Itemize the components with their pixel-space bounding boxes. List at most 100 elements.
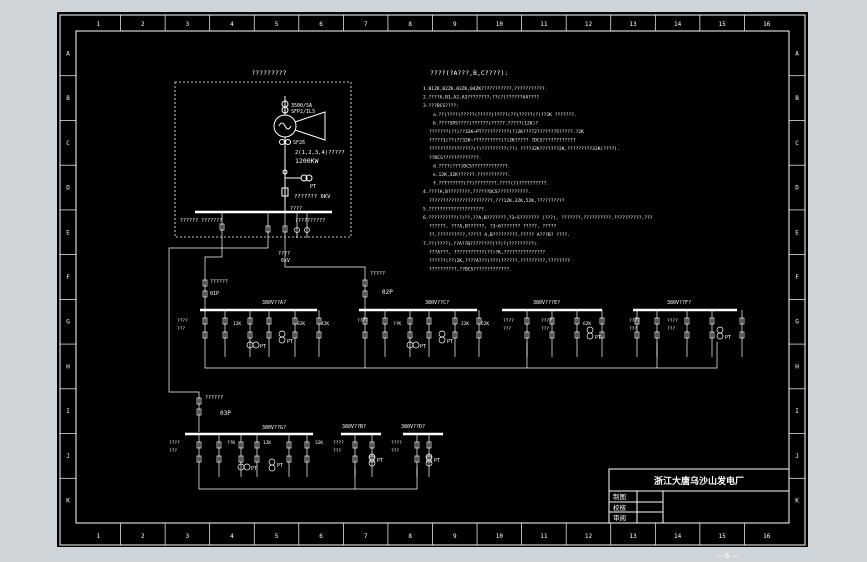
- feeder-label: 12K: [233, 321, 241, 327]
- note-line: b.????SPS????(??????)?????.?????(12K)?: [433, 120, 538, 126]
- title-row-3: 审阅: [613, 513, 626, 522]
- note-line: ??,??????????,????? A,B?????????,????? A…: [429, 232, 570, 238]
- col-label-top: 15: [719, 21, 727, 28]
- feeder-label: 12K: [263, 440, 271, 446]
- col-label-bottom: 4: [230, 533, 234, 540]
- bus3-label: 380V??C?: [425, 300, 449, 306]
- title-block: 浙江大唐乌沙山发电厂 制图 校核 审阅: [608, 468, 790, 524]
- feeder1-tag: 01P: [210, 291, 219, 297]
- note-line: ??????, ???A,B??????, ?3~6??????? ?????,…: [429, 224, 556, 230]
- upper-switchgear: ?????? 01P ????? 02P 380V??A? 380V??C? 3…: [177, 271, 745, 369]
- col-label-bottom: 15: [719, 533, 727, 540]
- bus6-label: 380V??F?: [667, 300, 691, 306]
- gen-rating-2: SFP2/ILS: [291, 109, 315, 115]
- col-label-bottom: 13: [629, 533, 637, 540]
- col-label-top: 14: [674, 21, 682, 28]
- bus5-label: 380V???E?: [533, 300, 560, 306]
- row-label-right: A: [795, 50, 799, 57]
- feeder3-label: ??????: [205, 395, 223, 401]
- col-label-bottom: 12: [585, 533, 593, 540]
- col-label-top: 7: [364, 21, 368, 28]
- row-label-left: B: [66, 95, 70, 102]
- feeder-label: 42K: [321, 321, 329, 327]
- row-label-left: F: [66, 274, 70, 281]
- feeder-label: ???: [541, 326, 549, 332]
- note-line: d.????(???)DCS?????????????.: [433, 163, 510, 169]
- bus7-label: 380V??G?: [262, 425, 286, 431]
- feeder-label: ???: [503, 326, 511, 332]
- row-label-left: D: [66, 185, 70, 192]
- feeder-routes: [168, 237, 366, 432]
- feeder-label: ???: [629, 326, 637, 332]
- col-label-top: 1: [96, 21, 100, 28]
- note-line: ??????(??)2K,????A???(???)??????,???????…: [429, 258, 570, 264]
- row-label-left: H: [66, 363, 70, 370]
- notes-block: ????(?A???,B,C????): 1.01ZK,02ZK,03ZK,04…: [423, 69, 653, 273]
- col-label-bottom: 1: [96, 533, 100, 540]
- feeder-label: ????: [169, 440, 180, 446]
- feeder-label: ???: [391, 448, 399, 454]
- col-label-bottom: 7: [364, 533, 368, 540]
- row-label-right: C: [795, 140, 799, 147]
- col-label-bottom: 6: [319, 533, 323, 540]
- note-line: 1.01ZK,02ZK,03ZK,04ZK???????????,???????…: [423, 86, 547, 92]
- note-line: a.??(????)?????(?????)?????(??)?????(?)?…: [433, 112, 577, 118]
- pt-label-8: PT: [277, 463, 283, 469]
- turbine-symbol: [294, 111, 326, 141]
- note-line: e.12K,32K??????.???????????.: [433, 172, 510, 178]
- note-line: ???A???, ???????????(??)?K,?????????????…: [429, 249, 545, 255]
- row-label-right: D: [795, 185, 799, 192]
- feeder-label: 52K: [481, 321, 489, 327]
- pt-label-5: PT: [595, 335, 601, 341]
- gen-breaker: [281, 187, 289, 197]
- row-label-right: H: [795, 363, 799, 370]
- col-label-top: 13: [629, 21, 637, 28]
- feeder-tag: ????: [278, 251, 290, 257]
- gen-power: 1200KW: [295, 157, 319, 165]
- pt-label-4: PT: [447, 339, 453, 345]
- gen-tag: SF26: [293, 140, 305, 146]
- row-label-right: I: [795, 408, 799, 415]
- bus1-label: 380V??A?: [262, 300, 286, 306]
- feeder-label: ????: [541, 318, 552, 324]
- feeder-label: ???: [169, 448, 177, 454]
- feeder-label: ????: [177, 318, 188, 324]
- pt-label-6: PT: [725, 335, 731, 341]
- pt-label-9: PT: [377, 458, 383, 464]
- col-label-top: 12: [585, 21, 593, 28]
- col-label-bottom: 11: [540, 533, 548, 540]
- single-line-diagram: 1122334455667788991010111112121313141415…: [59, 14, 806, 546]
- feeder-label: ????: [629, 318, 640, 324]
- feeder-label: ????: [357, 318, 368, 324]
- footer-bar: — 6 —: [716, 552, 739, 560]
- feeder2-tag: 02P: [382, 289, 393, 296]
- notes-title: ????(?A???,B,C????):: [430, 69, 508, 77]
- pt-label-10: PT: [434, 458, 440, 464]
- col-label-bottom: 9: [453, 533, 457, 540]
- pt-label-3: PT: [420, 344, 426, 350]
- feeder-label: ???: [667, 326, 675, 332]
- feeder-label: ???: [333, 448, 341, 454]
- feeder-label: 32K: [297, 321, 305, 327]
- pt-label-7: PT: [251, 466, 257, 472]
- note-line: 6.??????????(?)??,??A,B???????,?3~5?????…: [423, 215, 653, 221]
- col-label-top: 9: [453, 21, 457, 28]
- gen-bus-label: ????: [290, 206, 302, 212]
- gen-breaker-label: ??????? 6KV: [294, 194, 331, 200]
- note-line: ???????????????????????,???12K,32K,52K,?…: [429, 198, 565, 204]
- note-line: ?????1(??)??32K~??????????(?)2K????? ?DC…: [429, 138, 576, 144]
- feeder-label: ???: [177, 326, 185, 332]
- note-line: 4.????A,B????????,??????DCS???????????.: [423, 189, 531, 195]
- row-label-left: I: [66, 408, 70, 415]
- col-label-bottom: 2: [141, 533, 145, 540]
- drawing-frame: 1122334455667788991010111112121313141415…: [59, 14, 806, 546]
- col-label-bottom: 10: [496, 533, 504, 540]
- col-label-bottom: 5: [275, 533, 279, 540]
- page-number: — 6 —: [716, 552, 739, 560]
- feeder-label: ??K: [227, 440, 235, 446]
- feeder-label: ????: [667, 318, 678, 324]
- feeder1-label: ??????: [210, 279, 228, 285]
- gen-rating-1: 3500/5A: [291, 103, 312, 109]
- feeder-label: 62K: [583, 321, 591, 327]
